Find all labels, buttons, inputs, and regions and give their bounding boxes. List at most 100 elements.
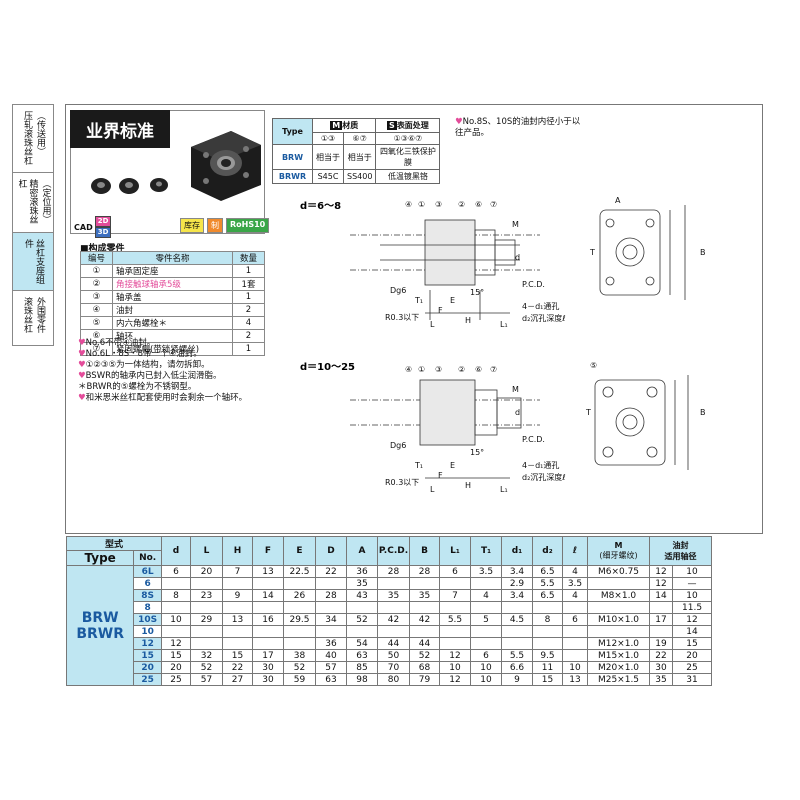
no-cell: 8S bbox=[133, 589, 162, 602]
no-cell: 15 bbox=[133, 649, 162, 662]
drawing-label: T₁ bbox=[414, 461, 423, 470]
table-cell: 54 bbox=[346, 637, 378, 650]
table-cell: 15 bbox=[222, 649, 253, 662]
col-header: P.C.D. bbox=[377, 536, 410, 566]
table-cell bbox=[377, 577, 410, 590]
table-cell bbox=[470, 637, 502, 650]
table-cell: M15×1.0 bbox=[587, 649, 650, 662]
no-cell: 10 bbox=[133, 625, 162, 638]
col-header: d₁ bbox=[501, 536, 533, 566]
sidebar-item-1[interactable]: 精密滚珠丝杠（定位用） bbox=[13, 173, 53, 233]
drawing-title: d＝6～8 bbox=[300, 201, 341, 212]
col-header: L bbox=[190, 536, 223, 566]
table-cell: 14 bbox=[252, 589, 284, 602]
made-badge: 制 bbox=[207, 218, 223, 233]
table-cell bbox=[377, 625, 410, 638]
table-cell bbox=[377, 601, 410, 614]
col-header: E bbox=[283, 536, 316, 566]
cad-label: CAD bbox=[74, 222, 93, 232]
drawing-label: B bbox=[700, 408, 706, 417]
note-icon: ♥ bbox=[78, 393, 86, 403]
table-cell: 85 bbox=[346, 661, 378, 674]
note-item: ♥和米思米丝杠配套使用时会剩余一个轴环。 bbox=[78, 393, 248, 403]
drawing-label: B bbox=[700, 248, 706, 257]
table-cell: 4.5 bbox=[501, 613, 533, 626]
note-item: ＊BRWR的⑤螺栓为不锈钢型。 bbox=[78, 382, 197, 392]
table-cell bbox=[346, 625, 378, 638]
mat-type-header: Type bbox=[272, 118, 313, 145]
cad-3d-button[interactable]: 3D bbox=[94, 227, 112, 238]
col-header: B bbox=[409, 536, 440, 566]
drawing-label: E bbox=[450, 296, 455, 305]
oil-header: 油封适用轴径 bbox=[649, 536, 712, 566]
table-cell: 13 bbox=[562, 673, 588, 686]
table-cell: 12 bbox=[672, 613, 712, 626]
table-cell: 23 bbox=[190, 589, 223, 602]
table-cell bbox=[587, 625, 650, 638]
drawing-label: d bbox=[515, 253, 520, 262]
table-cell: 34 bbox=[315, 613, 347, 626]
mat-type-cell: BRWR bbox=[272, 169, 313, 184]
notes-list: ♥No.6不带④油封。♥No.6L・8S・8带一个④油封。♥①②③⑤为一体结构，… bbox=[78, 338, 248, 404]
cad-download[interactable]: CAD 2D 3D bbox=[74, 216, 112, 238]
table-cell: 5 bbox=[470, 613, 502, 626]
table-cell bbox=[190, 577, 223, 590]
table-cell bbox=[190, 637, 223, 650]
mat-cell: S45C bbox=[312, 169, 344, 184]
table-cell: 6.5 bbox=[532, 589, 563, 602]
table-cell bbox=[252, 601, 284, 614]
table-cell: 9 bbox=[222, 589, 253, 602]
drawing-label: 15° bbox=[470, 448, 484, 457]
table-cell bbox=[501, 637, 533, 650]
table-cell bbox=[161, 577, 191, 590]
sidebar-item-3[interactable]: 滚珠丝杠外围零件 bbox=[13, 291, 53, 345]
table-cell: 52 bbox=[190, 661, 223, 674]
table-cell: 10 bbox=[470, 673, 502, 686]
table-cell: 22 bbox=[315, 565, 347, 578]
table-cell: 29 bbox=[190, 613, 223, 626]
mat-sub: ①③ bbox=[312, 132, 344, 145]
table-cell: 10 bbox=[470, 661, 502, 674]
drawing-label: L bbox=[430, 485, 435, 494]
table-cell: 6 bbox=[161, 565, 191, 578]
table-cell: 10 bbox=[672, 565, 712, 578]
table-cell: 35 bbox=[377, 589, 410, 602]
drawing-label: M bbox=[512, 385, 519, 394]
mat-cell: SS400 bbox=[342, 169, 377, 184]
drawing-label: P.C.D. bbox=[522, 280, 545, 289]
sidebar-item-0[interactable]: 压轧滚珠丝杠（传送用） bbox=[13, 105, 53, 173]
table-cell: 5.5 bbox=[501, 649, 533, 662]
drawing-label: L₁ bbox=[500, 485, 508, 494]
cad-2d-button[interactable]: 2D bbox=[94, 216, 112, 227]
col-header: L₁ bbox=[439, 536, 471, 566]
no-cell: 6L bbox=[133, 565, 162, 578]
table-cell: 31 bbox=[672, 673, 712, 686]
table-cell: 6.6 bbox=[501, 661, 533, 674]
parts-cell: 1套 bbox=[232, 277, 265, 291]
drawing-label: P.C.D. bbox=[522, 435, 545, 444]
sidebar-item-label: （定位用） bbox=[40, 179, 51, 224]
drawing-label: d bbox=[515, 408, 520, 417]
table-cell: 9 bbox=[501, 673, 533, 686]
sidebar-item-2[interactable]: 丝杠支座组件 bbox=[13, 233, 53, 291]
mat-cell: 四氧化三铁保护膜 bbox=[375, 144, 441, 170]
page-title: 业界标准 bbox=[70, 110, 170, 148]
m-header: M(细牙螺纹) bbox=[587, 536, 650, 566]
no-header: No. bbox=[133, 550, 162, 566]
drawing-label: d₂沉孔深度ℓ bbox=[522, 472, 566, 482]
table-cell: 68 bbox=[409, 661, 440, 674]
drawing-label: 15° bbox=[470, 288, 484, 297]
table-cell: 17 bbox=[252, 649, 284, 662]
drawing-label: ③ bbox=[435, 200, 442, 209]
drawing-label: d₂沉孔深度ℓ bbox=[522, 313, 566, 323]
drawing-label: ⑦ bbox=[490, 365, 497, 374]
table-cell bbox=[470, 601, 502, 614]
table-cell bbox=[190, 601, 223, 614]
table-cell: 22 bbox=[222, 661, 253, 674]
col-header: D bbox=[315, 536, 347, 566]
table-cell bbox=[315, 601, 347, 614]
